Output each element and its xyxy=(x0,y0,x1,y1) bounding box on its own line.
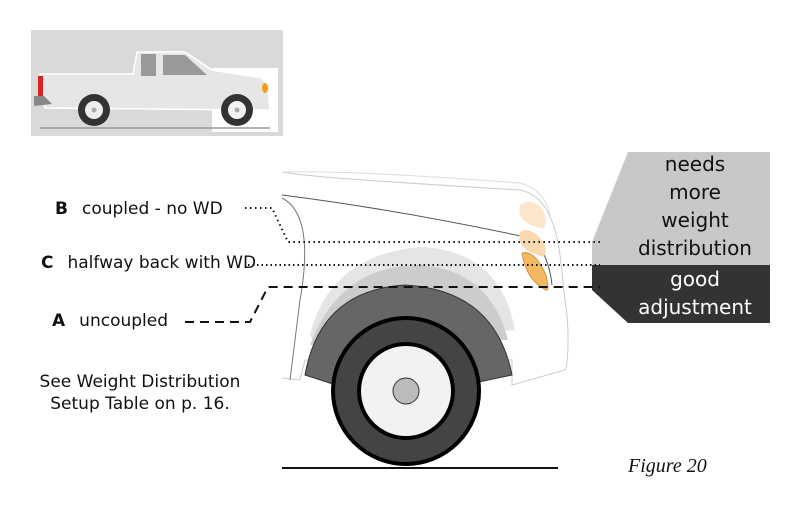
leader-b xyxy=(245,207,600,243)
truck-front xyxy=(281,171,569,389)
zone-text-line: adjustment xyxy=(638,295,752,319)
label-c-text: halfway back with WD xyxy=(67,253,257,273)
zone-text-line: more xyxy=(669,180,721,204)
label-b-key: B xyxy=(55,199,68,219)
zone-text-line: needs xyxy=(664,152,726,176)
zone-needs-more-text: needs more weight distribution xyxy=(620,150,770,262)
zone-text-line: good xyxy=(670,267,720,291)
zone-text-line: weight xyxy=(661,208,729,232)
label-a-key: A xyxy=(52,311,66,331)
zone-good xyxy=(592,265,770,323)
zone-needs-more xyxy=(592,152,770,265)
truck-thumbnail xyxy=(31,30,283,136)
label-a-text: uncoupled xyxy=(79,311,169,331)
label-b-text: coupled - no WD xyxy=(81,199,223,219)
label-c-key: C xyxy=(41,253,54,273)
leader-a xyxy=(185,286,600,323)
setup-note: See Weight Distribution Setup Table on p… xyxy=(20,371,260,415)
headlight xyxy=(521,252,549,291)
front-wheel xyxy=(331,316,481,466)
zone-good-text: good adjustment xyxy=(615,265,775,321)
figure-caption: Figure 20 xyxy=(628,455,707,477)
zone-text-line: distribution xyxy=(638,236,752,260)
setup-note-line1: See Weight Distribution xyxy=(39,372,241,392)
setup-note-line2: Setup Table on p. 16. xyxy=(50,394,230,414)
